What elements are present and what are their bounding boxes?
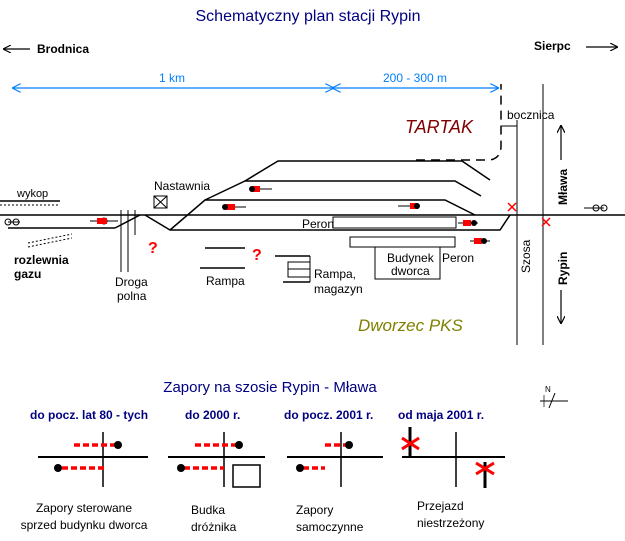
nastawnia-label: Nastawnia	[154, 179, 210, 193]
rampa-magazyn	[275, 255, 311, 283]
diagram-title: Schematyczny plan stacji Rypin	[196, 8, 421, 25]
distance-1km: 1 km	[13, 71, 333, 88]
budka-icon	[232, 464, 261, 488]
barrier-post	[114, 441, 122, 449]
track-south	[144, 214, 511, 231]
buffer-stop-icon	[584, 204, 608, 212]
panel-caption: Przejazd	[417, 499, 464, 513]
siding-dashed-track	[416, 84, 502, 161]
direction-sierpc-label: Sierpc	[534, 39, 571, 53]
droga-label: Droga	[115, 275, 148, 289]
crossing-panel-2	[168, 432, 265, 488]
polna-label: polna	[117, 289, 147, 303]
buffer-stop-icon	[4, 218, 20, 226]
rampa-label: Rampa	[206, 274, 245, 288]
crossing-panel-3	[287, 432, 383, 487]
cross-sign-icon	[475, 461, 495, 488]
station-building	[374, 246, 441, 280]
zapory-title: Zapory na szosie Rypin - Mława	[163, 379, 377, 396]
direction-right: Sierpc	[534, 39, 617, 53]
period-heading: do pocz. 2001 r.	[284, 408, 373, 422]
question-mark: ?	[252, 247, 262, 264]
bocznica-label: bocznica	[507, 108, 555, 122]
compass-icon: N	[540, 385, 568, 409]
cross-sign-icon	[401, 427, 420, 456]
crossing-x-icon	[507, 202, 517, 212]
mlawa-label: Mława	[556, 169, 570, 205]
barrier-post	[235, 441, 243, 449]
gazu-label: gazu	[14, 267, 41, 281]
dworca-label: dworca	[391, 264, 430, 278]
period-heading: od maja 2001 r.	[398, 408, 484, 422]
panel-caption: sprzed budynku dworca	[21, 518, 148, 532]
crossing-panel-1	[38, 432, 148, 487]
track-2	[204, 180, 482, 201]
panel-caption: samoczynne	[296, 520, 364, 534]
direction-left: Brodnica	[4, 42, 89, 56]
dworzec-pks-label: Dworzec PKS	[358, 316, 464, 335]
track-3	[169, 199, 476, 231]
panel-caption: niestrzeżony	[417, 516, 484, 530]
panel-caption: Zapory sterowane	[36, 501, 132, 515]
tartak-label: TARTAK	[405, 117, 474, 137]
crossing-panel-4	[401, 427, 505, 488]
question-mark: ?	[148, 240, 158, 257]
barrier-post	[177, 464, 185, 472]
signal-icon	[222, 204, 246, 210]
signal-box-icon	[153, 195, 168, 209]
budynek-label: Budynek	[387, 251, 435, 265]
distance-200-300m-label: 200 - 300 m	[383, 71, 447, 85]
platform	[332, 216, 457, 229]
station-tracks	[144, 160, 511, 231]
magazyn-label: magazyn	[314, 282, 363, 296]
distance-200-300m: 200 - 300 m	[333, 71, 498, 88]
signal-icon	[90, 217, 118, 225]
rampa-magazyn-label: Rampa,	[314, 267, 356, 281]
signal-icon	[398, 203, 420, 209]
panel-caption: Zapory	[296, 503, 333, 517]
bocznica-label-box	[503, 102, 557, 126]
track-1	[244, 160, 491, 182]
direction-brodnica-label: Brodnica	[37, 42, 89, 56]
barrier-post	[54, 464, 62, 472]
period-heading: do 2000 r.	[185, 408, 240, 422]
barrier-post	[345, 441, 353, 449]
peron-right-label: Peron	[442, 251, 474, 265]
wykop-label: wykop	[16, 188, 48, 200]
period-heading: do pocz. lat 80 - tych	[30, 408, 148, 422]
peron-main-label: Peron	[302, 217, 334, 231]
crossing-x-icon	[541, 217, 551, 227]
panel-caption: Budka	[191, 503, 225, 517]
svg-text:N: N	[545, 385, 551, 394]
barrier-post	[296, 464, 304, 472]
rypin-label: Rypin	[556, 252, 570, 285]
embankment	[27, 233, 73, 244]
signal-icon	[249, 186, 272, 192]
szosa-label: Szosa	[519, 239, 533, 273]
distance-1km-label: 1 km	[159, 71, 185, 85]
panel-caption: dróżnika	[191, 520, 237, 534]
platform-south	[349, 236, 456, 248]
embankment	[27, 237, 73, 248]
signal-icon	[470, 238, 490, 244]
signal-icon	[458, 220, 478, 226]
rozlewnia-label: rozlewnia	[14, 253, 69, 267]
